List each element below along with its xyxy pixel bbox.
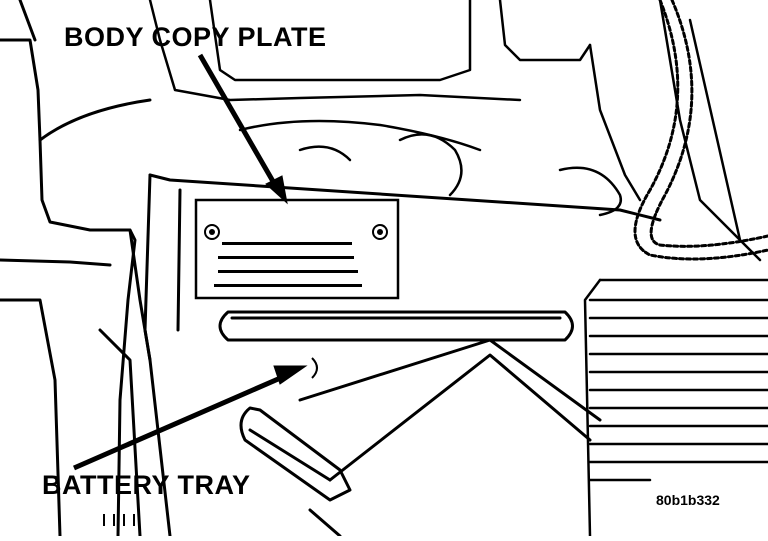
battery-ribs [583, 278, 768, 538]
battery-tray-arrow-line [73, 373, 286, 471]
figure-code: 80b1b332 [656, 492, 720, 508]
battery-tray-arrowhead [273, 365, 308, 385]
engine-compartment-lines [148, 0, 762, 262]
body-copy-plate-arrow-line [197, 53, 281, 192]
left-body-panel [0, 0, 152, 538]
body-copy-plate [194, 198, 400, 300]
battery-tray-callout: BATTERY TRAY [42, 470, 251, 500]
body-copy-plate-callout: BODY COPY PLATE [64, 22, 327, 52]
body-copy-plate-arrowhead [265, 175, 288, 205]
plate-text-marks [214, 242, 362, 287]
wire-harness [633, 0, 768, 261]
battery-tray [128, 173, 662, 538]
leader-arrows [73, 53, 308, 471]
